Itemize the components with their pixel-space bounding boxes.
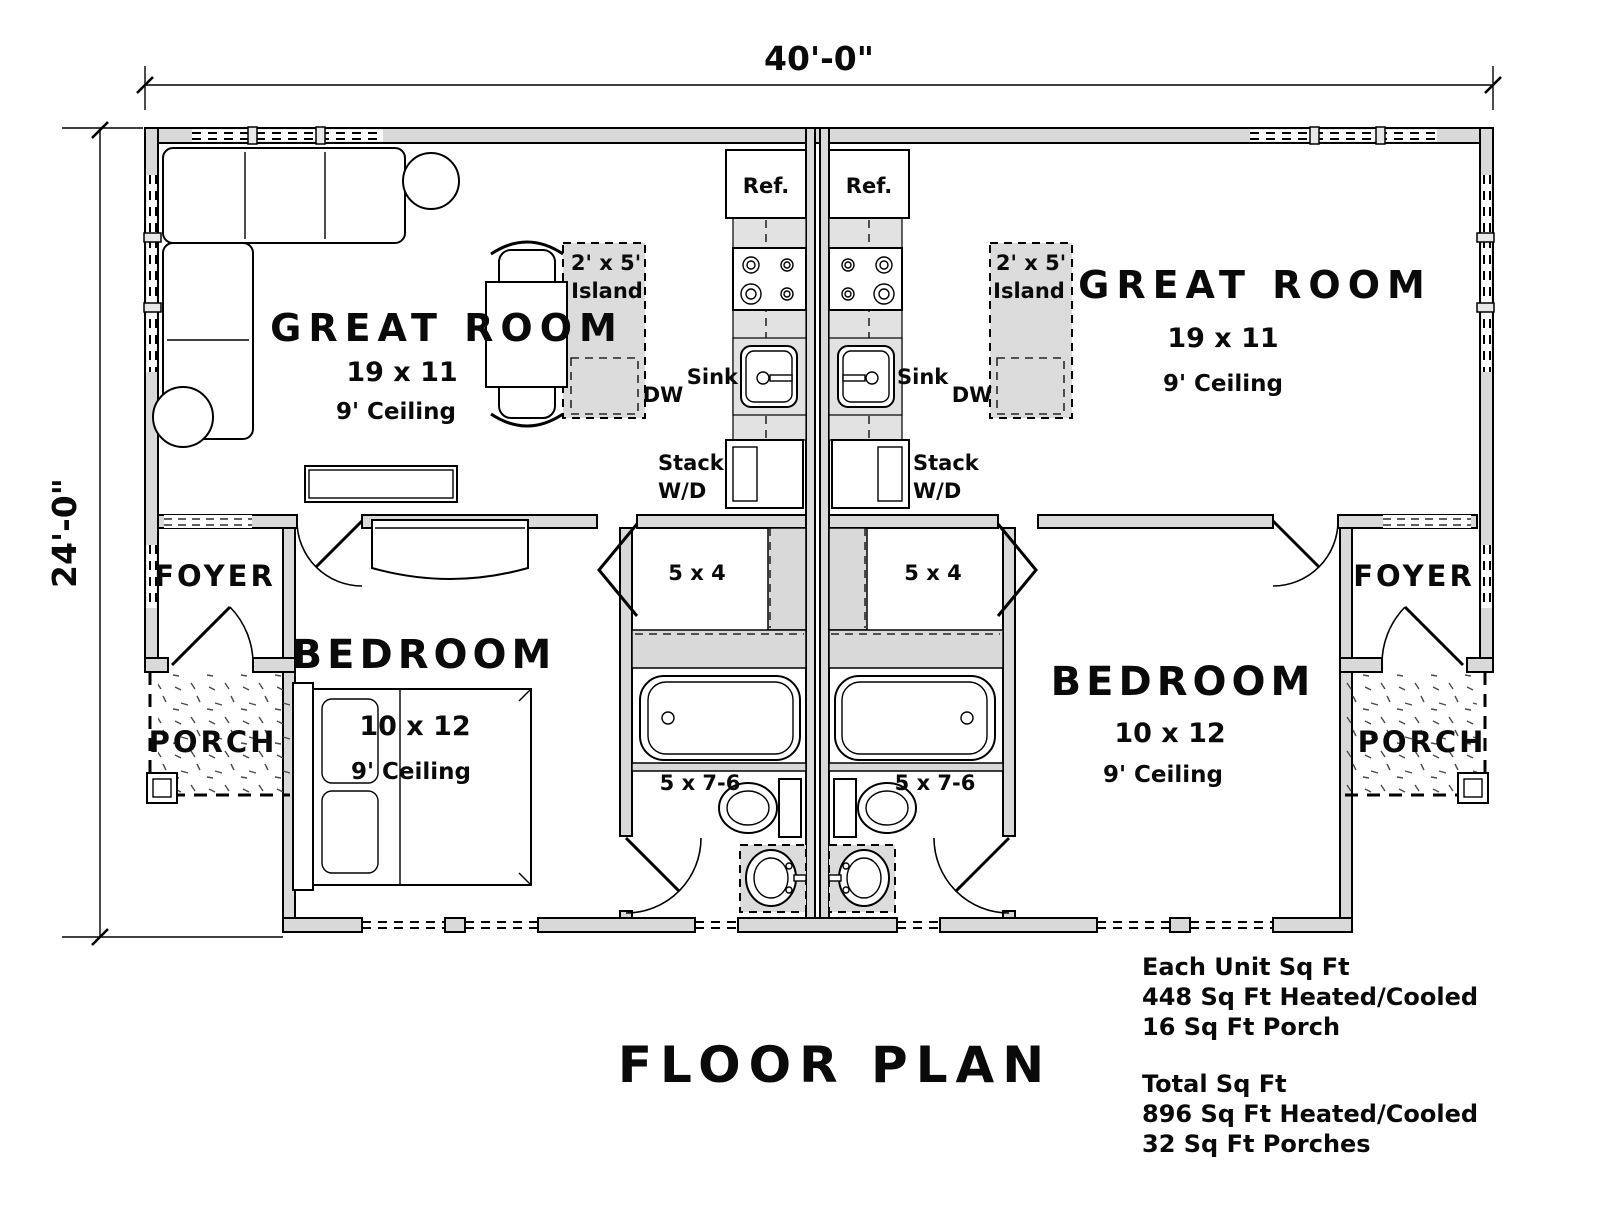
island-label-right: Island	[993, 279, 1065, 303]
great-room-ceiling-right: 9' Ceiling	[1163, 371, 1283, 397]
window-left-foyer	[146, 545, 157, 608]
range-left	[732, 247, 807, 311]
vanity-left	[739, 844, 807, 913]
round-table-top	[402, 152, 460, 210]
toilet-left	[718, 778, 802, 838]
sink-label-right: Sink	[897, 365, 949, 389]
bedroom-size-right: 10 x 12	[1114, 718, 1225, 749]
island-left	[562, 242, 646, 419]
great-room-label-right: GREAT ROOM	[1078, 263, 1432, 307]
window-top-right	[1250, 126, 1437, 145]
ref-label-right: Ref.	[846, 174, 892, 198]
washer-dryer-right	[831, 439, 910, 509]
windows	[143, 126, 1495, 929]
unit-right	[828, 149, 1073, 913]
island-size-left: 2' x 5'	[571, 251, 641, 275]
notes-block: Each Unit Sq Ft 448 Sq Ft Heated/Cooled …	[1142, 953, 1478, 1158]
bedroom-door-left	[296, 519, 364, 587]
window-right-greatroom	[1476, 175, 1495, 372]
bedroom-ceiling-right: 9' Ceiling	[1103, 762, 1223, 788]
note-total-porches: 32 Sq Ft Porches	[1142, 1130, 1371, 1158]
dw-label-right: DW	[952, 383, 993, 407]
stack-label-left: Stack	[658, 451, 725, 475]
island-right	[989, 242, 1073, 419]
note-total-area: 896 Sq Ft Heated/Cooled	[1142, 1100, 1478, 1128]
labels: 40'-0" 24'-0" GREAT ROOM 19 x 11 9' Ceil…	[45, 39, 1487, 1158]
ref-label-left: Ref.	[743, 174, 789, 198]
windows-bottom	[362, 921, 1273, 929]
foyer-label-right: FOYER	[1353, 559, 1475, 593]
vanity-right	[828, 844, 896, 913]
bathtub-left	[639, 675, 801, 761]
bed	[292, 682, 532, 891]
refrigerator-right	[828, 149, 910, 219]
bedroom-size-left: 10 x 12	[359, 711, 470, 742]
porch-right	[1345, 672, 1489, 804]
round-table-bottom	[152, 386, 214, 448]
hall-bifold-left	[597, 523, 639, 617]
drawing-title: FLOOR PLAN	[618, 1036, 1052, 1094]
tv-console	[304, 465, 458, 503]
great-room-size-right: 19 x 11	[1167, 323, 1278, 354]
porch-left	[146, 672, 290, 804]
bath-size-right: 5 x 7-6	[895, 771, 976, 795]
unit-left	[152, 147, 807, 913]
bedroom-ceiling-left: 9' Ceiling	[351, 759, 471, 785]
front-door-left	[170, 605, 254, 667]
foyer-label-left: FOYER	[154, 559, 276, 593]
range-right	[828, 247, 903, 311]
bedroom-door-right	[1271, 519, 1339, 587]
hall-bifold-right	[996, 523, 1038, 617]
washer-dryer-left	[725, 439, 804, 509]
bath-size-left: 5 x 7-6	[660, 771, 741, 795]
toilet-right	[833, 778, 917, 838]
refrigerator-left	[725, 149, 807, 219]
bedroom-label-right: BEDROOM	[1051, 659, 1316, 705]
bath-door-left	[624, 836, 702, 914]
doors	[170, 519, 1465, 914]
bedroom-label-left: BEDROOM	[292, 632, 557, 678]
hall-size-right: 5 x 4	[904, 561, 961, 585]
hall-size-left: 5 x 4	[668, 561, 725, 585]
great-room-ceiling-left: 9' Ceiling	[336, 399, 456, 425]
dining-set	[485, 240, 568, 428]
bath-door-right	[933, 836, 1011, 914]
window-left-greatroom	[143, 175, 162, 372]
dresser	[371, 519, 529, 580]
kitchen-sink-right	[828, 337, 903, 416]
stack-label-right: Stack	[913, 451, 980, 475]
bathtub-right	[834, 675, 996, 761]
front-door-right	[1381, 605, 1465, 667]
porch-label-right: PORCH	[1358, 725, 1487, 759]
kitchen-sink-left	[732, 337, 807, 416]
note-each-unit-porch: 16 Sq Ft Porch	[1142, 1013, 1340, 1041]
wd-label-left: W/D	[658, 479, 706, 503]
dimension-lines	[62, 66, 1502, 946]
great-room-label-left: GREAT ROOM	[270, 306, 624, 350]
island-label-left: Island	[571, 279, 643, 303]
depth-dimension: 24'-0"	[45, 478, 84, 588]
great-room-size-left: 19 x 11	[346, 357, 457, 388]
wd-label-right: W/D	[913, 479, 961, 503]
window-top-left	[192, 126, 383, 145]
note-total-heading: Total Sq Ft	[1142, 1070, 1287, 1098]
dw-label-left: DW	[643, 383, 684, 407]
window-right-foyer	[1481, 545, 1492, 608]
note-each-unit-area: 448 Sq Ft Heated/Cooled	[1142, 983, 1478, 1011]
sink-label-left: Sink	[687, 365, 739, 389]
note-each-unit-heading: Each Unit Sq Ft	[1142, 953, 1350, 981]
width-dimension: 40'-0"	[764, 39, 874, 78]
porch-label-left: PORCH	[149, 725, 278, 759]
island-size-right: 2' x 5'	[996, 251, 1066, 275]
